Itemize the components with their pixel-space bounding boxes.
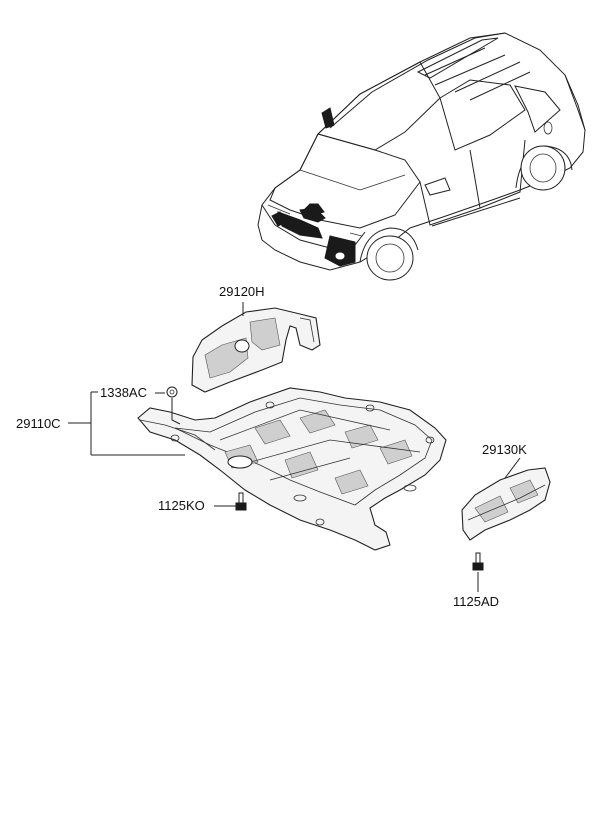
part-label-29120H: 29120H bbox=[219, 284, 265, 299]
part-29120H-shape bbox=[191, 307, 321, 393]
leader-lines bbox=[68, 302, 521, 592]
vehicle-illustration bbox=[257, 32, 586, 281]
part-label-29130K: 29130K bbox=[482, 442, 527, 457]
part-label-1125KO: 1125KO bbox=[158, 498, 205, 513]
nut-1338AC-icon bbox=[166, 386, 178, 398]
bolt-1125KO-icon bbox=[235, 492, 247, 511]
part-29130K-shape bbox=[461, 467, 551, 541]
part-label-29110C: 29110C bbox=[16, 416, 61, 431]
part-label-1338AC: 1338AC bbox=[100, 385, 147, 400]
part-29110C-shape bbox=[137, 387, 447, 551]
bolt-1125AD-icon bbox=[472, 552, 484, 571]
part-label-1125AD: 1125AD bbox=[453, 594, 500, 609]
